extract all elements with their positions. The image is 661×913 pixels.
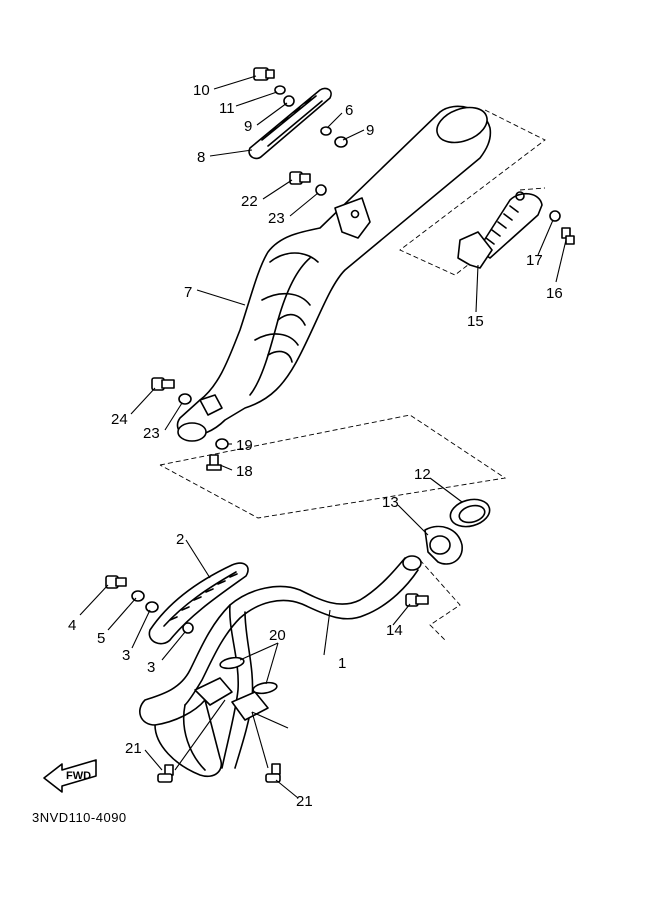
assembly-guide-lines (159, 109, 546, 641)
muffler-assembly (176, 105, 492, 442)
washer-5 (131, 590, 145, 602)
callout-23: 23 (268, 210, 285, 227)
leader-lines (79, 75, 567, 799)
callout-10: 10 (193, 82, 210, 99)
gasket-12 (449, 498, 491, 528)
exhaust-flange-right (231, 691, 269, 721)
collar-3-upper (145, 601, 159, 613)
exhaust-pipe (139, 555, 422, 777)
callout-3: 3 (147, 659, 155, 676)
washer-23-upper (315, 184, 327, 196)
screw-18 (206, 454, 222, 471)
washer-6 (320, 126, 332, 136)
callout-3: 3 (122, 647, 130, 664)
callout-17: 17 (526, 252, 543, 269)
bolt-22 (289, 171, 311, 185)
callout-21: 21 (125, 740, 142, 757)
nut-19 (215, 438, 229, 450)
bolt-10 (253, 67, 275, 81)
gasket-20-lower (252, 681, 278, 695)
callout-22: 22 (241, 193, 258, 210)
muffler-mount-bracket (334, 197, 371, 239)
callout-16: 16 (546, 285, 563, 302)
callout-9: 9 (366, 122, 374, 139)
exhaust-flange-left (194, 677, 233, 706)
callout-21: 21 (296, 793, 313, 810)
callout-11: 11 (219, 100, 235, 117)
callout-5: 5 (97, 630, 105, 647)
muffler-end-cap (436, 106, 488, 144)
gasket-13 (424, 525, 463, 565)
bracket-hole (350, 209, 360, 219)
callout-4: 4 (68, 617, 76, 634)
muffler-protector (248, 87, 332, 160)
callout-8: 8 (197, 149, 205, 166)
callout-20: 20 (269, 627, 286, 644)
muffler-inlet (177, 422, 207, 442)
bolt-24 (151, 377, 175, 391)
forward-direction-arrow: FWD (43, 759, 97, 793)
muffler-inlet-clamp (199, 394, 223, 416)
fwd-label: FWD (66, 770, 91, 782)
exhaust-pipe-protector (148, 562, 249, 645)
washer-17 (549, 210, 561, 222)
callout-24: 24 (111, 411, 128, 428)
screw-16 (561, 227, 575, 245)
callout-18: 18 (236, 463, 253, 480)
gasket-20-upper (219, 656, 245, 670)
callout-15: 15 (467, 313, 484, 330)
muffler-seam (249, 257, 311, 396)
callout-14: 14 (386, 622, 403, 639)
washer-23-lower (178, 393, 192, 405)
spark-arrester (457, 191, 543, 269)
muffler-body (176, 105, 492, 437)
callout-6: 6 (345, 102, 353, 119)
callout-labels: 10 11 9 6 9 8 22 23 7 15 17 16 24 23 19 … (68, 82, 563, 810)
callout-13: 13 (382, 494, 399, 511)
callout-23: 23 (143, 425, 160, 442)
bolt-14 (405, 593, 429, 607)
callout-19: 19 (236, 437, 253, 454)
callout-1: 1 (338, 655, 346, 672)
hardware (105, 67, 575, 783)
washer-11 (274, 85, 286, 95)
callout-7: 7 (184, 284, 192, 301)
callout-12: 12 (414, 466, 431, 483)
callout-2: 2 (176, 531, 184, 548)
callout-9: 9 (244, 118, 252, 135)
collar-3-lower (182, 622, 194, 634)
bolt-21-left (157, 764, 174, 783)
bolt-4 (105, 575, 127, 589)
drawing-code: 3NVD110-4090 (32, 810, 127, 825)
muffler-heat-shield-ribs (254, 252, 319, 363)
